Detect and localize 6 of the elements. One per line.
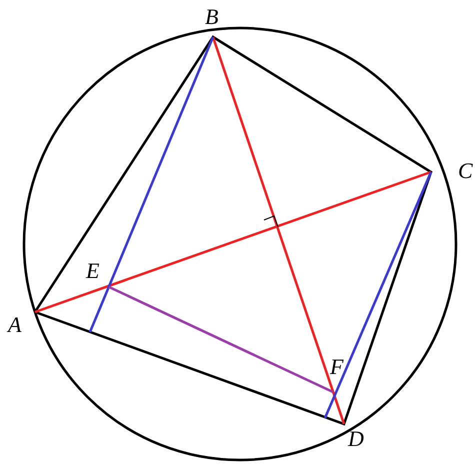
point-label: D bbox=[348, 428, 364, 450]
point-label: F bbox=[330, 356, 344, 378]
point-label: B bbox=[205, 6, 218, 28]
point-label: A bbox=[8, 314, 22, 336]
point-label: E bbox=[86, 260, 100, 282]
point-label: C bbox=[458, 160, 473, 182]
